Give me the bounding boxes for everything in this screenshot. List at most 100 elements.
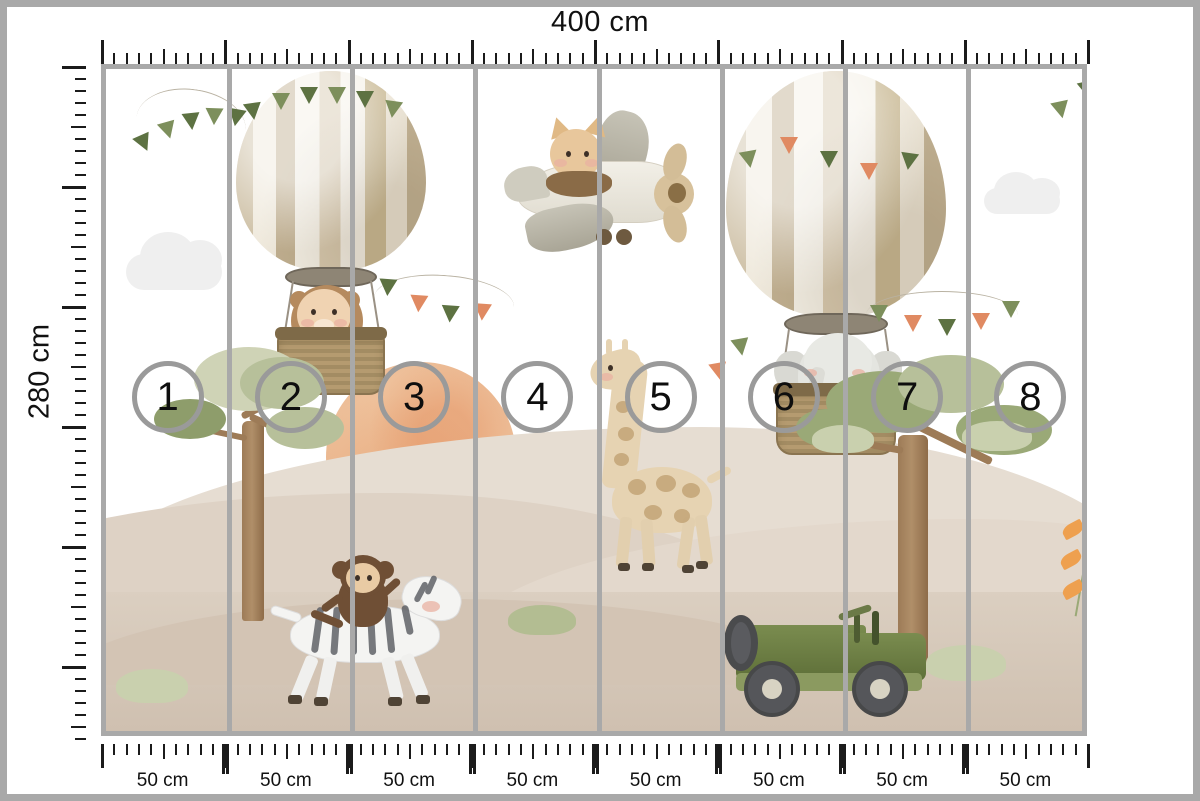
ruler-tick [643,53,646,64]
ruler-tick [433,744,436,755]
panel-number-6[interactable]: 6 [747,361,820,433]
ruler-tick [75,498,86,500]
ruler-tick [187,744,190,755]
bunting-on-balloon-elephant [732,129,942,180]
ruler-tick [335,53,338,64]
ruler-tick [75,150,86,152]
giraffe-spot [614,453,629,466]
cloud-right [984,172,1061,215]
cat-cheek [585,159,598,167]
ruler-tick [963,744,967,768]
ruler-tick [778,744,781,759]
width-measurement-label: 400 cm [550,6,650,38]
ruler-tick [520,744,523,755]
lion-eye [332,309,337,315]
jeep-wheel-hub [870,679,890,699]
ruler-tick [803,744,806,755]
ruler-tick [680,744,683,755]
ruler-tick [162,744,165,759]
giraffe-cheek [600,373,613,381]
ruler-tick [75,294,86,296]
ruler-tick [199,53,202,64]
ruler-tick [1062,744,1065,755]
bunting-garland-mid-left [372,270,516,334]
ruler-tick [815,744,818,755]
panel-number-8[interactable]: 8 [994,361,1067,433]
ruler-tick [877,53,880,64]
ruler-tick [75,738,86,740]
bunting-garland-top-left [131,81,251,167]
monkey-eye [355,575,360,581]
ruler-tick [113,744,116,755]
panel-number-1[interactable]: 1 [131,361,204,433]
ruler-tick [1037,53,1040,64]
ruler-tick [939,53,942,64]
bunting-flag [870,305,888,322]
balloon-envelope [236,71,426,271]
ruler-tick [335,744,338,755]
panel-number-4[interactable]: 4 [501,361,574,433]
ruler-tick [75,198,86,200]
ruler-tick [62,666,86,669]
ruler-tick [62,306,86,309]
monkey-eye [367,575,372,581]
segment-boundary-tick [468,744,472,774]
ruler-tick [75,282,86,284]
bunting-flag [409,294,429,313]
bush [116,669,188,703]
ruler-tick [75,582,86,584]
ruler-tick [421,744,424,755]
segment-size-label: 50 cm [753,770,805,791]
ruler-tick [101,40,104,64]
segment-boundary-tick [961,744,965,774]
ruler-tick [458,744,461,755]
balloon-envelope [726,71,946,317]
ruler-tick [174,53,177,64]
segment-boundary-tick [222,744,226,774]
ruler-tick [75,258,86,260]
ruler-tick [75,102,86,104]
ruler-tick [211,744,214,755]
ruler-tick [507,53,510,64]
ruler-tick [902,744,905,759]
giraffe-hoof [618,563,630,571]
ruler-tick [902,49,905,64]
panel-number-7[interactable]: 7 [871,361,944,433]
bunting-flag [181,112,202,131]
ruler-tick [667,53,670,64]
segment-size-label: 50 cm [260,770,312,791]
ruler-tick [791,53,794,64]
panel-number-5[interactable]: 5 [624,361,697,433]
ruler-tick [606,53,609,64]
ruler-tick [729,744,732,755]
ruler-tick [557,744,560,755]
ruler-tick [594,40,597,64]
bunting-flag [780,137,798,154]
ruler-tick [396,53,399,64]
panel-divider-5 [719,69,725,731]
ruler-tick [75,678,86,680]
panel-number-2[interactable]: 2 [254,361,327,433]
ruler-tick [248,53,251,64]
ruler-tick [889,53,892,64]
ruler-tick [618,53,621,64]
basket-rim [274,327,388,340]
ruler-tick [1000,53,1003,64]
ruler-tick [347,40,351,64]
ruler-tick [236,53,239,64]
panel-number-3[interactable]: 3 [378,361,451,433]
bunting-flag [820,151,838,168]
height-measurement-label: 280 cm [23,323,56,420]
ruler-tick [1074,53,1077,64]
bunting-flag [440,304,460,324]
bunting-flag [730,337,752,358]
ruler-tick [692,744,695,755]
ruler-tick [75,702,86,704]
ruler-tick [1062,53,1065,64]
giraffe-spot [674,509,690,523]
ruler-tick [1013,744,1016,755]
zebra-hoof [388,697,402,706]
ruler-tick [101,744,104,768]
ruler-tick [162,49,165,64]
